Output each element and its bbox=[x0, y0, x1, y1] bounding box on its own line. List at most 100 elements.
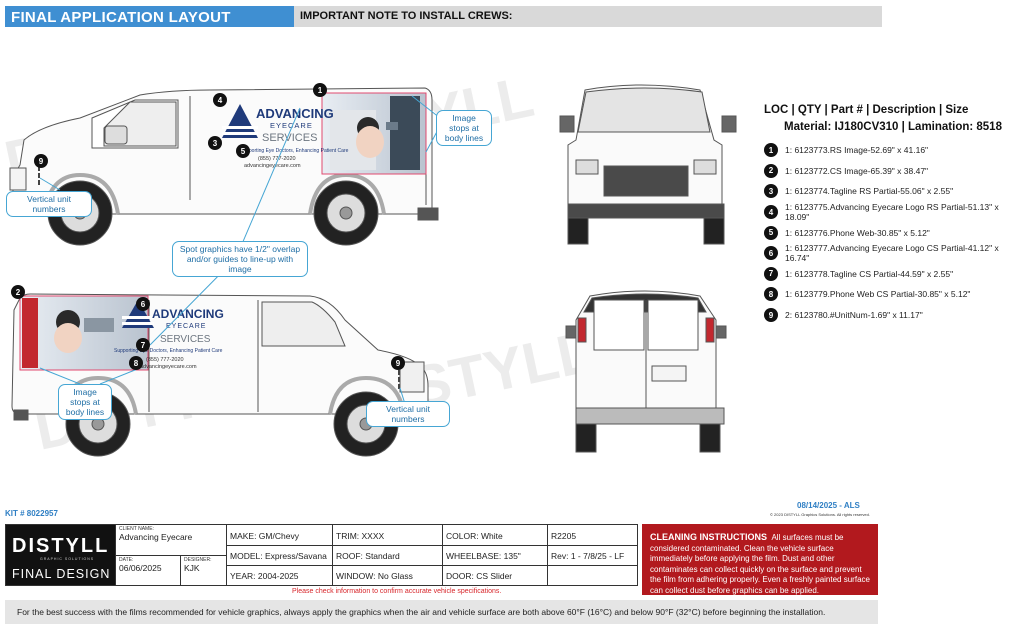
marker-4: 4 bbox=[213, 93, 227, 107]
cs-logo-name: ADVANCING bbox=[152, 307, 224, 321]
code-cell: R2205 bbox=[547, 524, 638, 545]
year-cell: YEAR: 2004-2025 bbox=[226, 565, 332, 586]
spec-text: 1: 6123778.Tagline CS Partial-44.59" x 2… bbox=[785, 268, 954, 279]
spec-num: 6 bbox=[764, 246, 778, 261]
date-label: DATE: bbox=[119, 557, 134, 563]
rs-logo-services: SERVICES bbox=[262, 132, 317, 144]
blank-cell bbox=[547, 565, 638, 586]
rs-logo-graphic: ADVANCING EYECARE SERVICES Supporting Ey… bbox=[222, 104, 349, 169]
color-cell: COLOR: White bbox=[442, 524, 547, 545]
spec-text: 1: 6123773.RS Image-52.69" x 41.16" bbox=[785, 145, 929, 156]
marker-1: 1 bbox=[313, 83, 327, 97]
install-note-title: IMPORTANT NOTE TO INSTALL CREWS: bbox=[300, 10, 513, 22]
door-cell: DOOR: CS Slider bbox=[442, 565, 547, 586]
spec-list: 1 1: 6123773.RS Image-52.69" x 41.16" 2 1:… bbox=[764, 140, 1024, 325]
spec-item: 1 1: 6123773.RS Image-52.69" x 41.16" bbox=[764, 140, 1024, 161]
spec-item: 3 1: 6123774.Tagline RS Partial-55.06" x … bbox=[764, 181, 1024, 202]
revision-date: 08/14/2025 - ALS bbox=[797, 501, 860, 510]
rs-logo-name: ADVANCING bbox=[256, 106, 334, 121]
marker-9-bottom: 9 bbox=[391, 356, 405, 370]
model-cell: MODEL: Express/Savana bbox=[226, 545, 332, 565]
distyll-logo-sub: GRAPHIC SOLUTIONS bbox=[40, 557, 95, 561]
layout-title: FINAL APPLICATION LAYOUT bbox=[11, 9, 231, 26]
rs-web: advancingeyecare.com bbox=[244, 163, 301, 169]
unit-number-graphic-top bbox=[38, 166, 40, 185]
cs-web: advancingeyecare.com bbox=[140, 364, 197, 370]
rs-phone: (855) 777-2020 bbox=[258, 156, 296, 162]
designer-cell: DESIGNER: KJK bbox=[180, 555, 226, 586]
spec-num: 4 bbox=[764, 205, 778, 220]
spec-num: 9 bbox=[764, 308, 778, 323]
callout-image-stops-bottom: Image stops at body lines bbox=[58, 384, 112, 420]
spec-material: Material: IJ180CV310 | Lamination: 8518 bbox=[784, 121, 1002, 133]
marker-5: 5 bbox=[236, 144, 250, 158]
spec-item: 2 1: 6123772.CS Image-65.39" x 38.47" bbox=[764, 161, 1024, 182]
spec-num: 3 bbox=[764, 184, 778, 199]
spec-num: 2 bbox=[764, 163, 778, 178]
date-cell: DATE: 06/06/2025 bbox=[115, 555, 180, 586]
marker-9-top: 9 bbox=[34, 154, 48, 168]
callout-spot-graphics: Spot graphics have 1/2" overlap and/or g… bbox=[172, 241, 308, 277]
spec-item: 9 2: 6123780.#UnitNum-1.69" x 11.17" bbox=[764, 305, 1024, 326]
rs-logo-sub: EYECARE bbox=[270, 121, 313, 130]
client-label: CLIENT NAME: bbox=[119, 526, 154, 532]
cs-tagline: Supporting Eye Doctors, Enhancing Patien… bbox=[114, 348, 223, 354]
spec-item: 8 1: 6123779.Phone Web CS Partial-30.85" … bbox=[764, 284, 1024, 305]
spec-text: 2: 6123780.#UnitNum-1.69" x 11.17" bbox=[785, 310, 923, 321]
spec-text: 1: 6123775.Advancing Eyecare Logo RS Par… bbox=[785, 202, 999, 223]
cs-phone: (855) 777-2020 bbox=[146, 357, 184, 363]
roof-cell: ROOF: Standard bbox=[332, 545, 442, 565]
marker-2: 2 bbox=[11, 285, 25, 299]
van-front-view bbox=[559, 84, 737, 245]
distyll-logo: DISTYLL bbox=[12, 535, 110, 557]
confirm-note: Please check information to confirm accu… bbox=[292, 588, 502, 595]
spec-text: 1: 6123772.CS Image-65.39" x 38.47" bbox=[785, 165, 929, 176]
spec-text: 1: 6123774.Tagline RS Partial-55.06" x 2… bbox=[785, 186, 954, 197]
marker-8: 8 bbox=[129, 356, 143, 370]
spec-text: 1: 6123779.Phone Web CS Partial-30.85" x… bbox=[785, 289, 971, 300]
layout-title-bar: FINAL APPLICATION LAYOUT bbox=[5, 6, 294, 27]
vehicle-layout-artwork: DISTYLL DISTYLL DISTYLL DISTYLL bbox=[0, 64, 737, 463]
van-rear-view bbox=[565, 290, 727, 453]
temperature-note-bar: For the best success with the films reco… bbox=[5, 600, 878, 624]
spec-num: 1 bbox=[764, 143, 778, 158]
date-value: 06/06/2025 bbox=[119, 563, 162, 573]
rev-cell: Rev: 1 - 7/8/25 - LF bbox=[547, 545, 638, 565]
make-cell: MAKE: GM/Chevy bbox=[226, 524, 332, 545]
distyll-brand-block: DISTYLL GRAPHIC SOLUTIONS FINAL DESIGN bbox=[6, 525, 115, 585]
wheelbase-cell: WHEELBASE: 135" bbox=[442, 545, 547, 565]
spec-item: 6 1: 6123777.Advancing Eyecare Logo CS Pa… bbox=[764, 243, 1024, 264]
spec-text: 1: 6123776.Phone Web-30.85" x 5.12" bbox=[785, 227, 930, 238]
window-cell: WINDOW: No Glass bbox=[332, 565, 442, 586]
designer-label: DESIGNER: bbox=[184, 557, 212, 563]
cs-logo-sub: EYECARE bbox=[166, 323, 206, 330]
install-note-bar: IMPORTANT NOTE TO INSTALL CREWS: bbox=[294, 6, 882, 27]
callout-image-stops-top: Image stops at body lines bbox=[436, 110, 492, 146]
rs-image-graphic bbox=[321, 92, 427, 175]
copyright: © 2023 DISTYLL Graphics Solutions. All r… bbox=[770, 512, 870, 517]
client-value: Advancing Eyecare bbox=[119, 532, 193, 542]
spec-item: 5 1: 6123776.Phone Web-30.85" x 5.12" bbox=[764, 222, 1024, 243]
rs-tagline: Supporting Eye Doctors, Enhancing Patien… bbox=[240, 148, 349, 154]
spec-num: 5 bbox=[764, 225, 778, 240]
trim-cell: TRIM: XXXX bbox=[332, 524, 442, 545]
title-block: DISTYLL GRAPHIC SOLUTIONS FINAL DESIGN C… bbox=[5, 524, 638, 586]
cs-logo-services: SERVICES bbox=[160, 334, 211, 345]
final-design-label: FINAL DESIGN bbox=[12, 567, 111, 581]
marker-6: 6 bbox=[136, 297, 150, 311]
callout-vertical-unit-bottom: Vertical unit numbers bbox=[366, 401, 450, 427]
client-cell: CLIENT NAME: Advancing Eyecare bbox=[115, 524, 226, 555]
kit-number: KIT # 8022957 bbox=[5, 509, 58, 518]
spec-heading: LOC | QTY | Part # | Description | Size bbox=[764, 104, 969, 116]
cleaning-body: All surfaces must be considered contamin… bbox=[650, 533, 870, 595]
designer-value: KJK bbox=[184, 563, 200, 573]
callout-vertical-unit-top: Vertical unit numbers bbox=[6, 191, 92, 217]
cleaning-title: CLEANING INSTRUCTIONS bbox=[650, 532, 767, 542]
temperature-note: For the best success with the films reco… bbox=[17, 607, 826, 617]
spec-text: 1: 6123777.Advancing Eyecare Logo CS Par… bbox=[785, 243, 999, 264]
marker-3: 3 bbox=[208, 136, 222, 150]
cs-image-graphic bbox=[19, 295, 149, 371]
marker-7: 7 bbox=[136, 338, 150, 352]
spec-num: 8 bbox=[764, 287, 778, 302]
unit-number-graphic-bottom bbox=[398, 370, 400, 389]
